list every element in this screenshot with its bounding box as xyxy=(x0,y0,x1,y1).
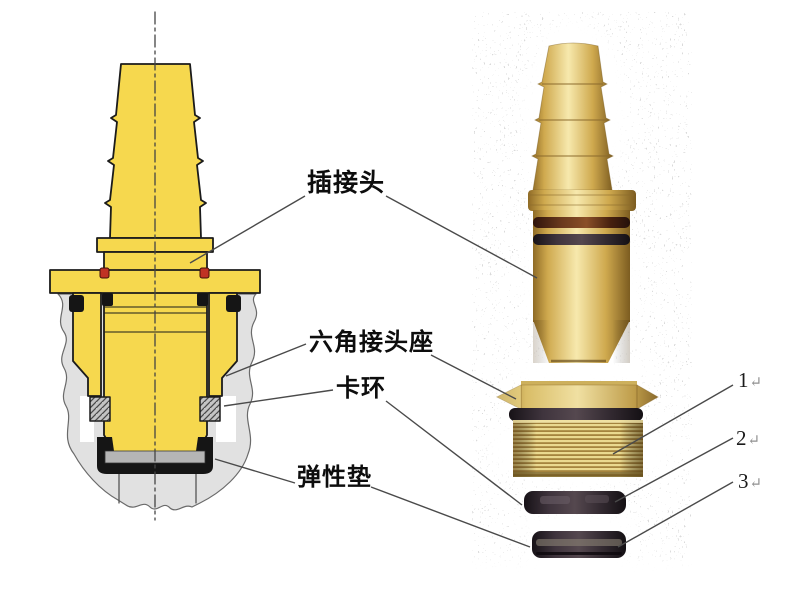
callout-3-number: 3 xyxy=(738,469,749,493)
leader-hexseat-left xyxy=(225,343,307,377)
return-mark-icon: ↵ xyxy=(749,476,763,492)
leader-callout-1 xyxy=(612,384,734,455)
callout-2: 2↵ xyxy=(736,428,760,449)
label-plug-connector: 插接头 xyxy=(307,170,386,197)
leader-hexseat-right xyxy=(430,354,517,400)
drawing-oring-red xyxy=(99,267,210,279)
callout-1-number: 1 xyxy=(738,368,749,392)
leader-callout-3 xyxy=(617,481,734,548)
photo-elastic-pad xyxy=(532,531,626,558)
label-hex-seat: 六角接头座 xyxy=(309,330,434,356)
cross-section-view xyxy=(49,11,261,521)
return-mark-icon: ↵ xyxy=(747,433,761,449)
callout-2-number: 2 xyxy=(736,426,747,450)
bore-lines xyxy=(118,472,197,504)
photo-hex-seat xyxy=(496,381,659,410)
photo-plug-connector xyxy=(528,42,636,363)
label-elastic-pad: 弹性垫 xyxy=(297,465,372,491)
photo-oring-brown xyxy=(533,217,630,228)
photo-snap-ring xyxy=(524,491,626,514)
leader-snapring-right xyxy=(385,400,523,506)
leader-lines xyxy=(189,195,734,548)
leader-callout-2 xyxy=(614,437,734,503)
label-snap-ring: 卡环 xyxy=(336,376,386,402)
return-mark-icon: ↵ xyxy=(749,375,763,391)
callout-3: 3↵ xyxy=(738,471,762,492)
photo-oring-black xyxy=(533,234,630,245)
photo-seat-oring xyxy=(509,408,643,421)
callout-1: 1↵ xyxy=(738,370,762,391)
drawing-snap-ring xyxy=(89,396,221,422)
leader-pad-right xyxy=(370,486,531,548)
leader-pad-left xyxy=(214,458,296,484)
leader-plug-left xyxy=(189,195,306,264)
leader-plug-right xyxy=(385,195,538,279)
drawing-seals-black xyxy=(69,293,241,312)
leader-snapring-left xyxy=(223,389,334,407)
section-pocket-right xyxy=(216,396,236,442)
exploded-photo-view xyxy=(452,12,712,600)
